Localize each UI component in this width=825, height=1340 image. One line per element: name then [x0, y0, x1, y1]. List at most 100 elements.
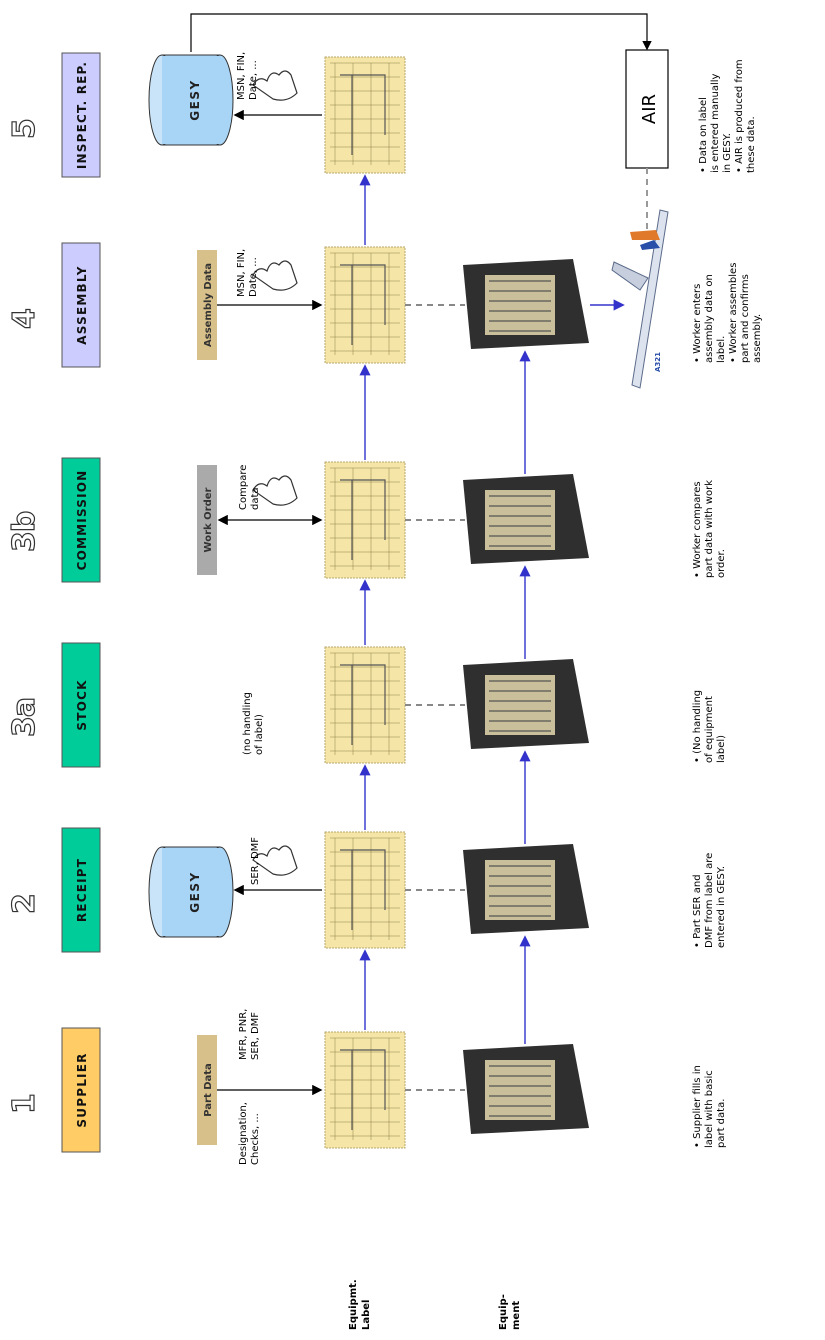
work-order-box — [197, 465, 217, 575]
supplier-fields-right: Designation,Checks, ... — [238, 1102, 261, 1165]
equipment-label-card — [324, 461, 406, 579]
equipment-label-card — [324, 246, 406, 364]
part-data-box-label: Part Data — [203, 1063, 214, 1117]
label-mark — [340, 74, 386, 155]
air-label-line: AIR — [639, 94, 660, 124]
assembly-fields: MSN, FIN,Date, ... — [236, 249, 259, 297]
row-label-equipment-line: ment — [511, 1301, 522, 1330]
stage-number-6: 5 — [6, 119, 42, 140]
stage-number-1: 1 — [6, 1094, 42, 1115]
equipment-unit — [463, 1044, 589, 1134]
aircraft-a321 — [611, 209, 669, 389]
stage-description-4-line: • Worker compares — [692, 481, 703, 578]
aircraft-wing — [611, 261, 649, 291]
stage-box-stock — [61, 642, 101, 768]
label-mark — [340, 664, 386, 745]
equipment-panel — [485, 490, 555, 550]
stage-description-3-line: label) — [716, 735, 727, 763]
stage-description-1-line: part data. — [716, 1099, 727, 1148]
commission-note-line: Compare — [238, 465, 249, 510]
label-paper — [324, 461, 406, 579]
assembly-fields-line: MSN, FIN, — [236, 249, 247, 297]
row-label-equipment-line: Equip- — [498, 1294, 509, 1330]
part-data-box-label-line: Part Data — [203, 1063, 214, 1117]
hand-outline — [252, 70, 298, 101]
commission-note-line: data — [250, 487, 261, 510]
stage-label: STOCK — [75, 679, 89, 730]
stage-description-6-line: • AIR is produced from — [734, 59, 745, 173]
equipment-unit — [463, 259, 589, 349]
hand-outline — [252, 845, 298, 876]
stage-description-2-line: DMF from label are — [704, 853, 715, 948]
stage-description-5-line: assembly data on — [704, 274, 715, 363]
stage-description-5-line: assembly. — [752, 314, 763, 363]
hand-outline — [252, 260, 298, 291]
gesy-database-receipt — [148, 846, 234, 938]
aircraft-label: A321 — [654, 352, 662, 372]
stage-label: RECEIPT — [75, 858, 89, 922]
stage-number-4-line: 3b — [7, 511, 42, 552]
equipment-label-card — [324, 56, 406, 174]
hand-writing-icon — [252, 70, 298, 101]
stage-label-line: SUPPLIER — [75, 1052, 89, 1127]
stage-number-3-line: 3a — [7, 698, 42, 737]
equipment-unit — [463, 474, 589, 564]
work-order-box-label-line: Work Order — [203, 487, 214, 552]
stage-number-5: 4 — [6, 308, 42, 329]
stage-number-5-line: 4 — [7, 309, 42, 329]
stage-description-6-line: these data. — [746, 116, 757, 173]
stage-number-6-line: 5 — [7, 119, 42, 139]
air-label: AIR — [639, 94, 660, 124]
stage-description-1-line: label with basic — [704, 1070, 715, 1148]
equipment-unit — [463, 659, 589, 749]
part-data-box — [197, 1035, 217, 1145]
stage-label-line: INSPECT. REP. — [75, 61, 89, 169]
hand-outline — [252, 475, 298, 506]
equipment-panel — [485, 860, 555, 920]
stage-label: INSPECT. REP. — [75, 61, 89, 169]
gesy-database-receipt-label: GESY — [188, 871, 202, 912]
row-label-equipment-label-line: Equipmt. — [348, 1279, 359, 1330]
inspect-fields-line: Date, ... — [248, 60, 259, 100]
gesy-database-receipt-label-line: GESY — [188, 871, 202, 912]
stage-description-4-line: part data with work — [704, 480, 715, 578]
work-order-box-label: Work Order — [203, 487, 214, 552]
stage-number-2: 2 — [6, 894, 42, 915]
stage-number-1-line: 1 — [7, 1094, 42, 1114]
stage-label-line: RECEIPT — [75, 858, 89, 922]
stage-description-6-line: is entered manually — [710, 73, 721, 173]
cylinder-fill — [162, 848, 220, 936]
stock-note-line: (no handling — [242, 692, 253, 755]
aircraft-tail — [630, 230, 660, 240]
inspect-fields: MSN, FIN,Date, ... — [236, 52, 259, 100]
stage-label-line: STOCK — [75, 679, 89, 730]
stage-description-1-line: • Supplier fills in — [692, 1065, 703, 1148]
stage-description-5-line: label. — [716, 336, 727, 363]
supplier-fields-left: MFR, PNR,SER, DMF — [238, 1009, 261, 1060]
stage-label: COMMISSION — [75, 470, 89, 571]
inspect-fields-line: MSN, FIN, — [236, 52, 247, 100]
assembly-fields-line: Date, ... — [248, 257, 259, 297]
supplier-fields-left-line: SER, DMF — [250, 1012, 261, 1060]
label-mark — [340, 1049, 386, 1130]
stage-label-line: ASSEMBLY — [75, 265, 89, 344]
aircraft-fuselage — [631, 209, 669, 389]
stage-box-inspect-rep- — [61, 52, 101, 178]
equipment-label-card — [324, 1031, 406, 1149]
hand-writing-icon — [252, 845, 298, 876]
equipment-panel — [485, 1060, 555, 1120]
label-mark — [340, 264, 386, 345]
equipment-label-card — [324, 646, 406, 764]
equipment-panel — [485, 675, 555, 735]
stage-description-5-line: • Worker assembles — [728, 263, 739, 363]
supplier-fields-right-line: Designation, — [238, 1102, 249, 1165]
stage-description-5-line: part and confirms — [740, 274, 751, 363]
receipt-fields: SER, DMF — [250, 837, 261, 885]
aircraft-label-line: A321 — [654, 352, 662, 372]
stage-number-3: 3a — [6, 697, 42, 737]
